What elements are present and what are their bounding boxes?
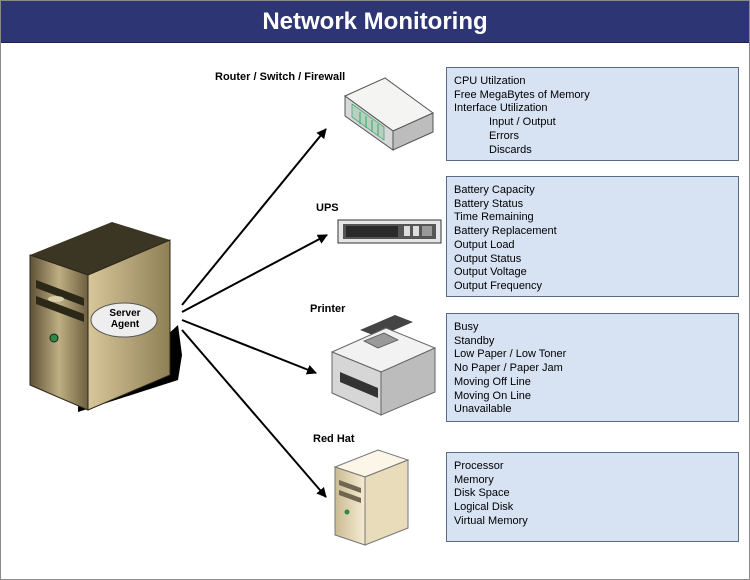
list-subitem: Errors (489, 129, 519, 142)
list-item: Busy (454, 321, 479, 333)
server-agent-label-line2: Agent (110, 319, 140, 330)
list-item: Moving Off Line (454, 375, 531, 388)
list-item: Low Paper / Low Toner (454, 348, 567, 361)
arrow-to-printer (181, 319, 317, 375)
redhat-server-icon (333, 449, 410, 546)
list-item: CPU Utilzation (454, 75, 526, 87)
list-item: Output Frequency (454, 279, 543, 292)
list-item: Output Voltage (454, 266, 527, 279)
list-item: Battery Capacity (454, 184, 535, 196)
list-item: Processor (454, 460, 504, 472)
list-item: Logical Disk (454, 501, 514, 514)
printer-label: Printer (310, 303, 346, 315)
title-bar: Network Monitoring (1, 1, 749, 43)
redhat-label: Red Hat (313, 433, 355, 445)
arrow-to-redhat (181, 329, 327, 498)
list-item: Free MegaBytes of Memory (454, 88, 590, 101)
list-item: Output Status (454, 252, 522, 265)
list-item: Battery Replacement (454, 225, 557, 238)
server-agent-label: Server Agent (98, 308, 152, 330)
server-agent-label-line1: Server (109, 308, 141, 319)
list-item: Disk Space (454, 487, 510, 500)
list-item: Virtual Memory (454, 514, 528, 527)
page-title: Network Monitoring (262, 8, 488, 35)
list-item: Moving On Line (454, 389, 532, 402)
list-item: Unavailable (454, 403, 512, 416)
printer-icon (330, 315, 437, 416)
list-item: Standby (454, 334, 495, 347)
list-item: Memory (454, 473, 494, 486)
list-item: Battery Status (454, 197, 524, 210)
redhat-metrics-box: Processor Memory Disk Space Logical Disk… (446, 452, 739, 542)
list-item: Time Remaining (454, 211, 534, 224)
arrow-to-router (181, 128, 327, 306)
list-subitem: Input / Output (489, 116, 556, 129)
ups-metrics-box: Battery Capacity Battery Status Time Rem… (446, 176, 739, 297)
list-subitem: Discards (489, 143, 532, 156)
arrow-to-ups (181, 234, 328, 313)
router-label: Router / Switch / Firewall (215, 71, 346, 83)
printer-metrics-box: Busy Standby Low Paper / Low Toner No Pa… (446, 313, 739, 422)
list-item: Interface Utilization (454, 102, 548, 115)
ups-label: UPS (316, 202, 339, 214)
router-metrics-box: CPU Utilzation Free MegaBytes of Memory … (446, 67, 739, 161)
ups-icon (337, 219, 442, 244)
list-item: No Paper / Paper Jam (454, 362, 563, 375)
router-icon (344, 77, 434, 151)
list-item: Output Load (454, 238, 515, 251)
server-agent-icon (29, 222, 182, 412)
